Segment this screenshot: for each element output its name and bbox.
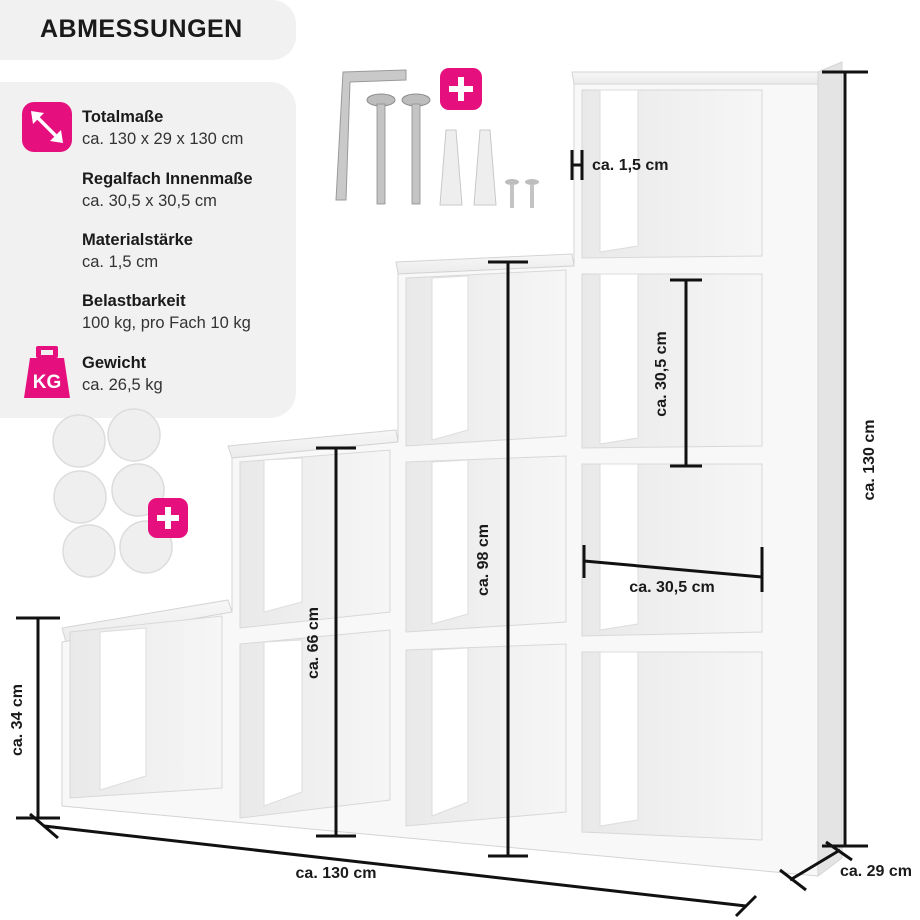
- dimension-label-depth: ca. 29 cm: [840, 863, 912, 880]
- dimension-label-total-width: ca. 130 cm: [296, 865, 377, 882]
- shelf-inner-wall: [99, 627, 147, 791]
- spec-label-total: Totalmaße: [82, 108, 164, 126]
- spec-label-load: Belastbarkeit: [82, 292, 186, 310]
- dimension-label-thickness: ca. 1,5 cm: [592, 157, 669, 174]
- dimension-line-total-width: [734, 894, 758, 918]
- dimension-labels: ca. 1,5 cm ca. 30,5 cm ca. 30,5 cm ca. 1…: [9, 157, 912, 882]
- shelf-inner-wall: [263, 639, 303, 807]
- shelf-inner-walls: [99, 89, 639, 827]
- shelf-top-board: [571, 71, 819, 85]
- dimension-label-compartment-width: ca. 30,5 cm: [629, 579, 714, 596]
- felt-pad-icon: [53, 470, 107, 524]
- shelf-inner-wall: [599, 273, 639, 445]
- diagonal-arrow-icon: [22, 102, 72, 152]
- shelf-inner-wall: [431, 275, 469, 441]
- wall-plug-icon: [473, 129, 497, 206]
- shelf-inner-wall: [599, 463, 639, 631]
- spec-panel: Totalmaße ca. 130 x 29 x 130 cm Regalfac…: [0, 82, 296, 418]
- dimension-lines: [16, 70, 868, 918]
- felt-pad-icon: [52, 414, 106, 468]
- shelf-compartment: [405, 269, 567, 447]
- plus-icon: [440, 68, 482, 110]
- small-screw-icon: [505, 179, 519, 208]
- dimension-line-compartment-width: [583, 559, 763, 579]
- felt-pad-icon: [62, 524, 116, 578]
- spec-label-weight: Gewicht: [82, 354, 147, 372]
- spec-value-compartment: ca. 30,5 x 30,5 cm: [82, 192, 217, 210]
- spec-value-weight: ca. 26,5 kg: [82, 376, 163, 394]
- felt-pads: [52, 408, 173, 578]
- shelf-inner-wall: [431, 459, 469, 625]
- dimension-label-66: ca. 66 cm: [305, 607, 322, 679]
- weight-icon: KG: [22, 344, 72, 400]
- shelf-inner-wall: [599, 651, 639, 827]
- weight-icon-text: KG: [33, 372, 62, 393]
- dimension-line-total-width: [29, 812, 59, 840]
- shelf-compartment: [239, 449, 391, 629]
- dimension-line-total-width: [43, 824, 747, 908]
- dimension-line-depth: [779, 868, 807, 892]
- small-screw-icon: [525, 179, 539, 208]
- shelf-inner-wall: [599, 89, 639, 253]
- dimension-label-98: ca. 98 cm: [475, 524, 492, 596]
- plus-icon: [148, 498, 188, 538]
- screw-icon: [366, 93, 396, 205]
- hardware-kit: [335, 68, 539, 208]
- shelf-inner-wall: [431, 647, 469, 817]
- screw-icon: [401, 93, 431, 205]
- felt-pad-icon: [107, 408, 161, 462]
- title-banner: ABMESSUNGEN: [0, 0, 296, 60]
- spec-value-load: 100 kg, pro Fach 10 kg: [82, 314, 251, 332]
- allen-key-icon: [335, 69, 407, 201]
- spec-value-total: ca. 130 x 29 x 130 cm: [82, 130, 244, 148]
- dimension-line-depth: [825, 840, 853, 862]
- page-title: ABMESSUNGEN: [40, 15, 243, 43]
- wall-plug-icon: [439, 129, 463, 206]
- shelf-compartment: [405, 643, 567, 827]
- shelf-side-panel: [817, 61, 843, 877]
- dimension-label-34: ca. 34 cm: [9, 684, 26, 756]
- dimension-label-total-height: ca. 130 cm: [861, 420, 878, 501]
- spec-value-material: ca. 1,5 cm: [82, 253, 159, 271]
- spec-label-compartment: Regalfach Innenmaße: [82, 170, 253, 188]
- dimension-label-compartment-height: ca. 30,5 cm: [653, 331, 670, 416]
- dimension-line-depth: [789, 848, 841, 882]
- spec-label-material: Materialstärke: [82, 231, 193, 249]
- shelf-inner-wall: [263, 457, 303, 613]
